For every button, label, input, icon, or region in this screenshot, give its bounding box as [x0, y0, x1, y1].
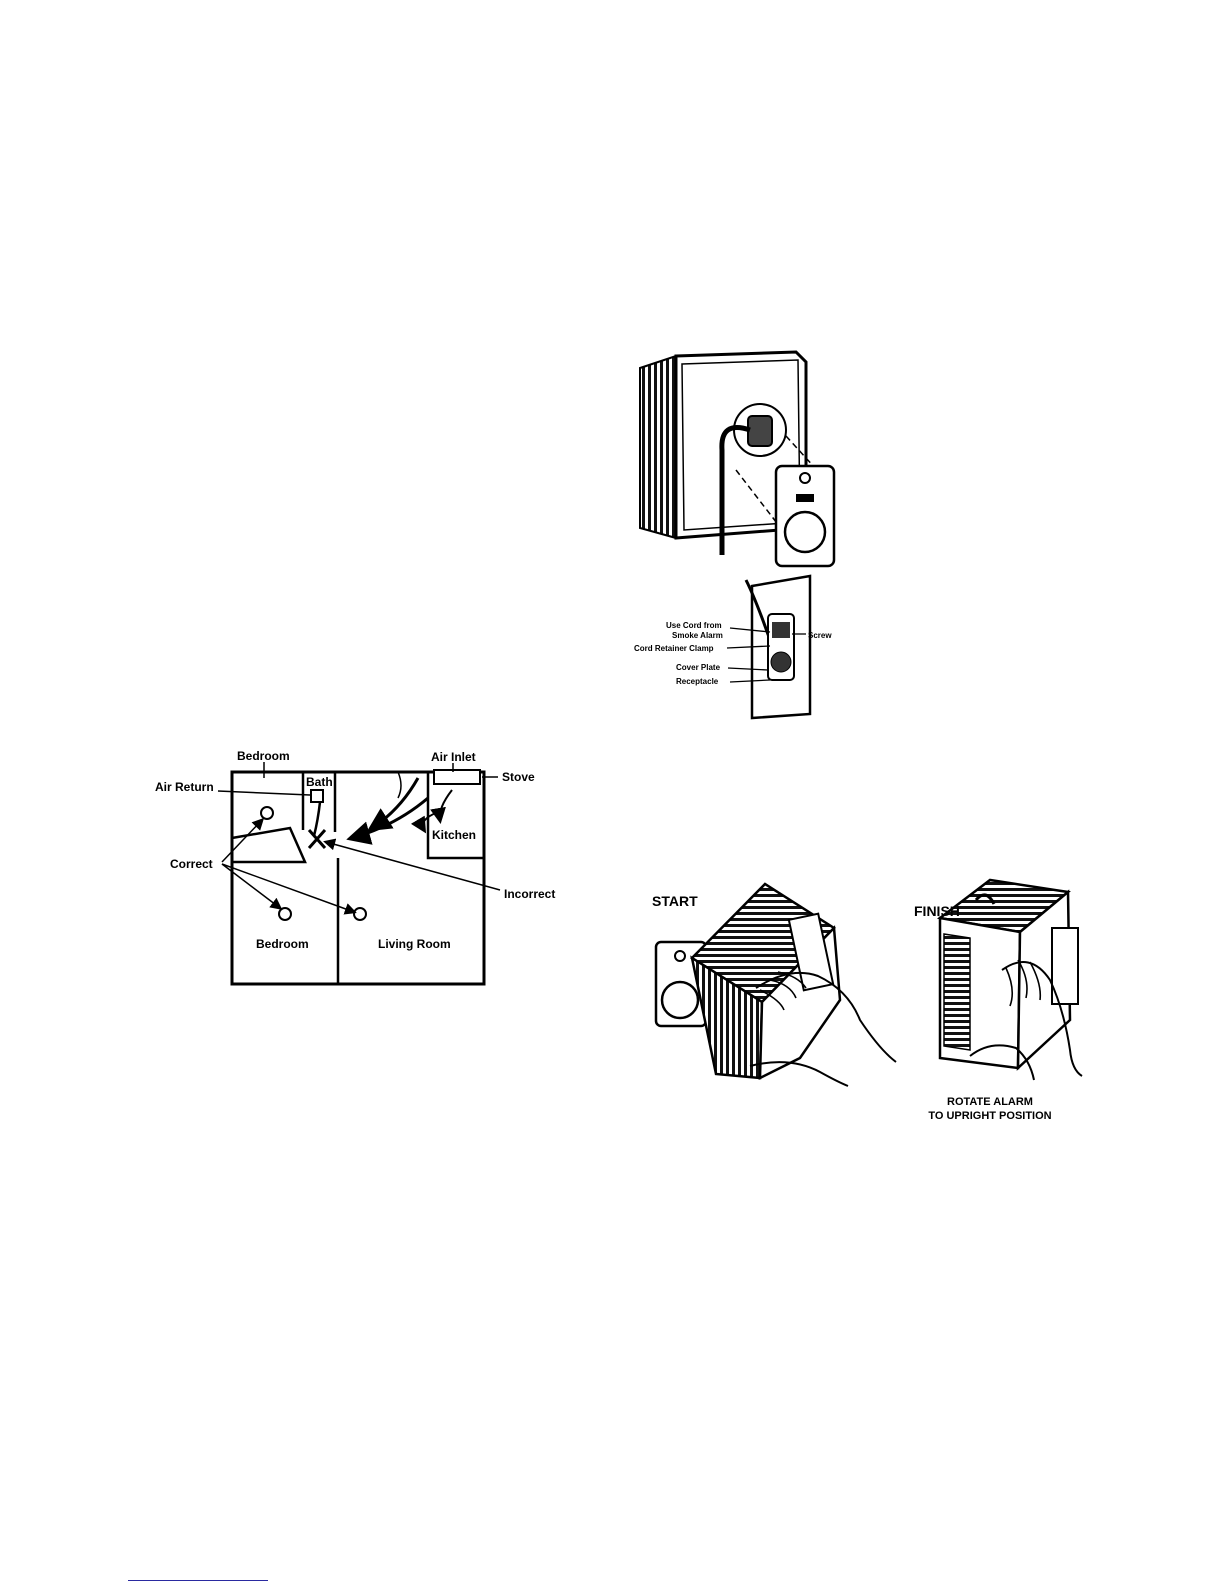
- airflow-arrow: [352, 798, 428, 838]
- outlet-top: [772, 622, 790, 638]
- label-kitchen: Kitchen: [432, 828, 476, 842]
- leader-line: [222, 864, 354, 912]
- rotation-diagram: START FINISH ROTATE ALARM TO UPRIGHT POS…: [652, 880, 1082, 1122]
- alarm-location-correct: [261, 807, 273, 819]
- caption-line-1: ROTATE ALARM: [947, 1096, 1033, 1108]
- label-receptacle: Receptacle: [676, 677, 719, 686]
- receptacle-outline: [662, 982, 698, 1018]
- label-bedroom-bottom: Bedroom: [256, 937, 309, 951]
- receptacle-outline: [785, 512, 825, 552]
- airflow-arrow: [314, 802, 320, 836]
- label-finish: FINISH: [914, 903, 960, 919]
- label-bedroom-top: Bedroom: [237, 749, 290, 763]
- footnote-rule: [128, 1580, 268, 1581]
- label-bath: Bath: [306, 775, 333, 789]
- label-living-room: Living Room: [378, 937, 451, 951]
- bedroom-wall: [232, 828, 305, 862]
- label-air-return: Air Return: [155, 780, 214, 794]
- alarm-location-correct: [354, 908, 366, 920]
- air-return-vent: [311, 790, 323, 802]
- alarm-location-correct: [279, 908, 291, 920]
- label-air-inlet: Air Inlet: [431, 750, 476, 764]
- leader-line: [326, 842, 500, 890]
- screw-slot: [796, 494, 814, 502]
- floor-plan-diagram: Bedroom Air Inlet Air Return Bath Stove …: [155, 749, 555, 984]
- label-screw: Screw: [808, 631, 832, 640]
- door-mark: [398, 772, 401, 798]
- alarm-side-vents: [640, 356, 676, 538]
- label-cover-plate: Cover Plate: [676, 663, 721, 672]
- receptacle-bottom: [771, 652, 791, 672]
- label-start: START: [652, 893, 698, 909]
- finish-alarm-side-vents: [944, 934, 970, 1050]
- leader-line: [222, 820, 262, 862]
- caption-line-2: TO UPRIGHT POSITION: [928, 1110, 1051, 1122]
- label-incorrect: Incorrect: [504, 887, 555, 901]
- mounting-diagram: Use Cord from Smoke Alarm Screw Cord Ret…: [634, 352, 834, 718]
- label-cord-clamp: Cord Retainer Clamp: [634, 644, 714, 653]
- floor-plan-outline: [232, 772, 484, 984]
- stove-box: [434, 770, 480, 784]
- label-correct: Correct: [170, 857, 213, 871]
- plug-icon: [748, 416, 772, 446]
- label-stove: Stove: [502, 770, 535, 784]
- airflow-arrow: [440, 790, 452, 820]
- incorrect-mark: [309, 830, 325, 848]
- label-use-cord: Use Cord from: [666, 621, 722, 630]
- label-smoke-alarm: Smoke Alarm: [672, 631, 723, 640]
